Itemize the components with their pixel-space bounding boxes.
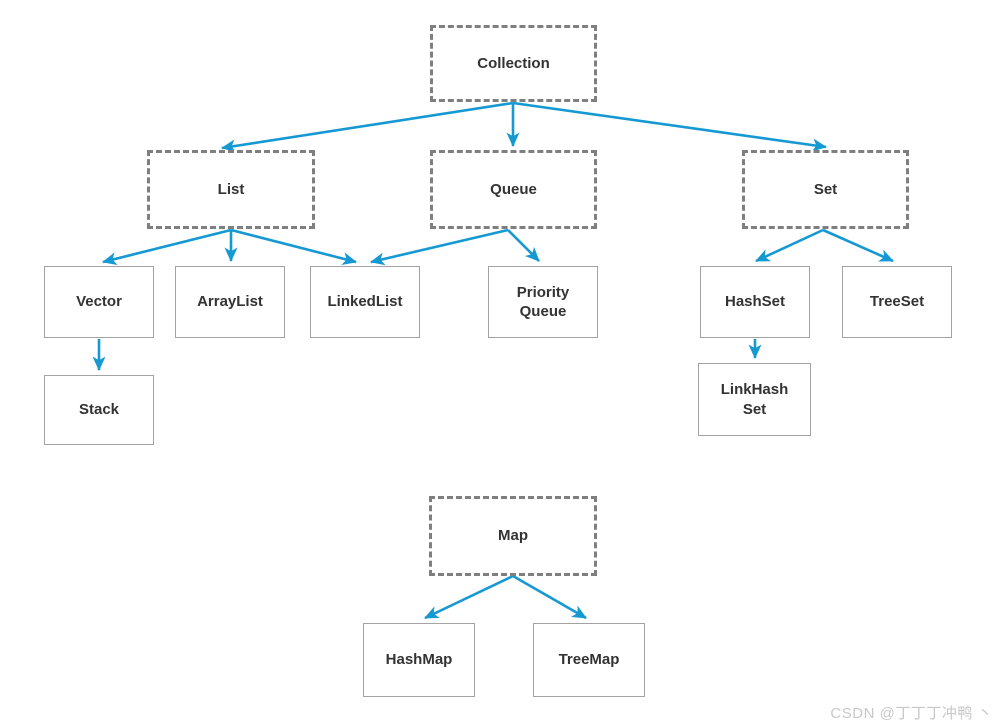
- node-priorityqueue: Priority Queue: [488, 266, 598, 338]
- node-arraylist: ArrayList: [175, 266, 285, 338]
- node-queue: Queue: [430, 150, 597, 229]
- watermark: CSDN @丁丁丁冲鸭 丶: [830, 705, 993, 722]
- node-label-hashset: HashSet: [724, 293, 786, 311]
- edge-list-to-linkedlist: [230, 228, 357, 265]
- node-label-list: List: [217, 180, 245, 198]
- edge-set-to-treeset: [822, 228, 894, 263]
- node-label-treeset: TreeSet: [869, 293, 925, 311]
- node-linkedlist: LinkedList: [310, 266, 420, 338]
- node-treeset: TreeSet: [842, 266, 952, 338]
- node-hashmap: HashMap: [363, 623, 475, 697]
- edge-collection-to-list: [221, 101, 514, 153]
- node-label-treemap: TreeMap: [558, 651, 620, 669]
- node-label-linkhashset: LinkHash Set: [720, 381, 789, 418]
- node-label-map: Map: [498, 527, 528, 545]
- node-treemap: TreeMap: [533, 623, 645, 697]
- edge-collection-to-set: [512, 101, 827, 152]
- node-linkhashset: LinkHash Set: [698, 363, 811, 436]
- node-label-stack: Stack: [78, 401, 120, 419]
- node-label-arraylist: ArrayList: [197, 293, 263, 311]
- node-label-hashmap: HashMap: [385, 651, 453, 669]
- edge-queue-to-linkedlist: [370, 228, 509, 266]
- edge-set-to-hashset: [755, 228, 824, 263]
- node-label-queue: Queue: [490, 180, 537, 198]
- node-label-set: Set: [813, 180, 838, 198]
- node-label-collection: Collection: [477, 54, 550, 72]
- node-vector: Vector: [44, 266, 154, 338]
- node-set: Set: [742, 150, 909, 229]
- node-stack: Stack: [44, 375, 154, 445]
- node-label-linkedlist: LinkedList: [327, 293, 403, 311]
- node-list: List: [147, 150, 315, 229]
- node-collection: Collection: [430, 25, 597, 102]
- node-map: Map: [429, 496, 597, 576]
- edge-queue-to-priorityqueue: [507, 229, 540, 262]
- edge-map-to-treemap: [512, 574, 587, 620]
- node-hashset: HashSet: [700, 266, 810, 338]
- edge-list-to-vector: [102, 228, 232, 266]
- node-label-vector: Vector: [76, 293, 122, 311]
- edge-map-to-hashmap: [424, 574, 514, 620]
- node-label-priorityqueue: Priority Queue: [516, 283, 570, 321]
